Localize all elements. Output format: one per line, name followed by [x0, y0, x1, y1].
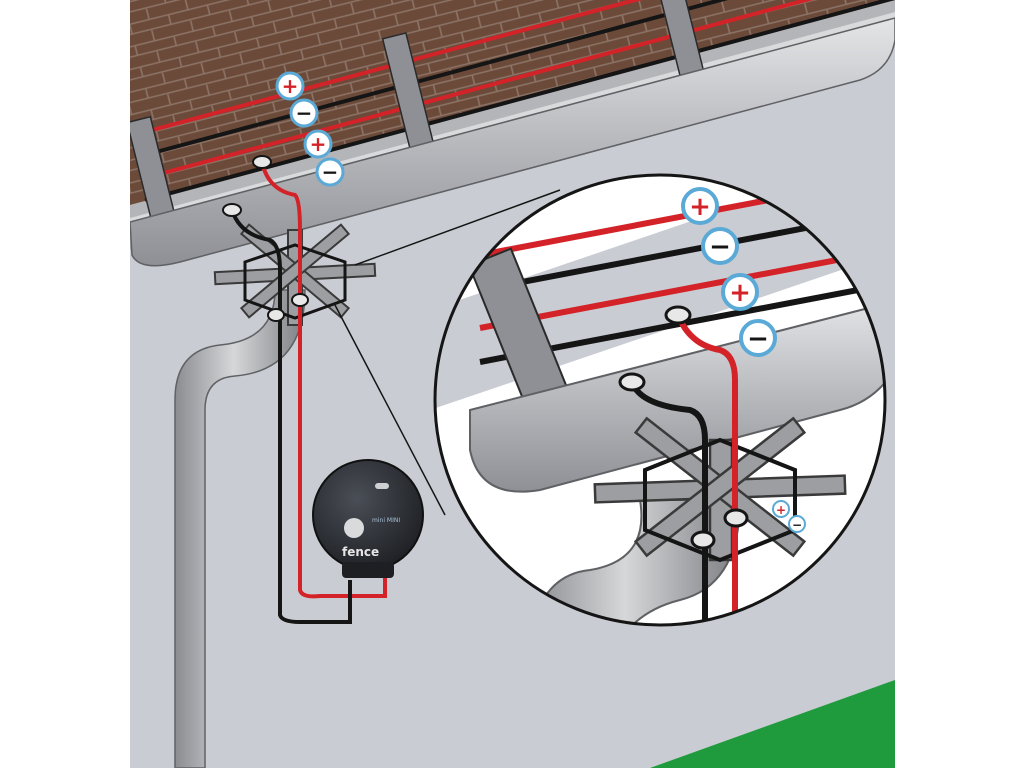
plus-badge-icon: +: [275, 71, 305, 101]
device-model: mini MINI: [372, 517, 400, 524]
svg-text:−: −: [792, 518, 802, 532]
plus-badge-icon: +: [303, 129, 333, 159]
gutter: [130, 17, 895, 267]
eyelets: [222, 155, 309, 322]
roof-brackets: [130, 0, 709, 231]
roof-wires: [144, 0, 895, 202]
minus-badge-icon: −: [289, 98, 319, 128]
zoom-connectors: [334, 189, 561, 516]
svg-text:+: +: [310, 132, 327, 156]
svg-text:+: +: [729, 278, 751, 308]
svg-text:−: −: [322, 160, 339, 184]
grass: [650, 680, 895, 768]
zoom-detail: + − + − + −: [433, 173, 887, 627]
power-button: [344, 518, 364, 538]
svg-text:−: −: [709, 232, 731, 262]
downpipe: [174, 289, 306, 768]
feed-wires: [230, 161, 387, 624]
energizer-device: fence mini MINI: [312, 459, 424, 578]
minus-badge-icon: −: [701, 227, 739, 265]
minus-badge-icon: −: [788, 515, 806, 533]
svg-text:−: −: [296, 101, 313, 125]
plus-badge-icon: +: [721, 273, 759, 311]
svg-text:−: −: [747, 324, 769, 354]
svg-text:+: +: [689, 192, 711, 222]
svg-text:+: +: [282, 74, 299, 98]
plus-badge-icon: +: [772, 500, 790, 518]
roof-badges: + − + −: [275, 71, 345, 187]
device-brand: fence: [342, 545, 379, 559]
plus-badge-icon: +: [681, 187, 719, 225]
minus-badge-icon: −: [315, 157, 345, 187]
svg-text:+: +: [776, 503, 786, 517]
minus-badge-icon: −: [739, 319, 777, 357]
